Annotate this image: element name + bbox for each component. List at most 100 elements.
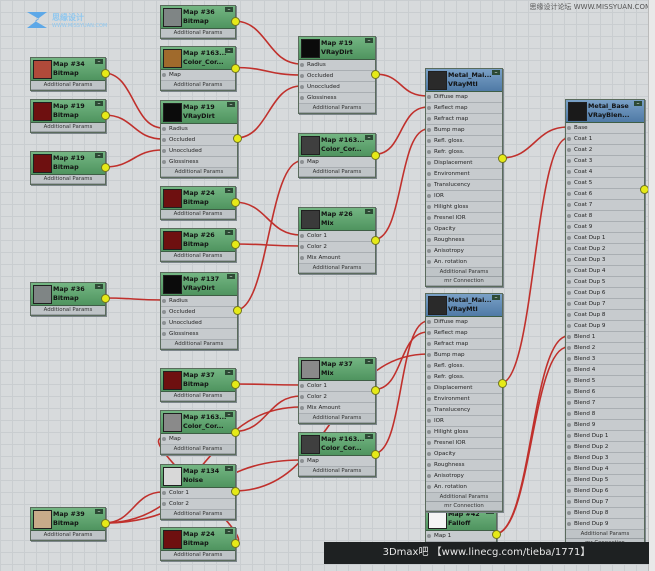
connection-wire[interactable] <box>373 320 429 455</box>
output-socket-icon[interactable] <box>498 154 507 163</box>
slot-socket-icon[interactable] <box>567 511 571 515</box>
node-input-slot[interactable]: Blend 4 <box>566 365 644 376</box>
node-input-slot[interactable]: Map 1 <box>426 531 496 542</box>
node-input-slot[interactable]: Blend 3 <box>566 354 644 365</box>
node-input-slot[interactable]: Mix Amount <box>299 403 375 414</box>
slot-socket-icon[interactable] <box>162 491 166 495</box>
output-socket-icon[interactable] <box>101 111 110 120</box>
slot-socket-icon[interactable] <box>427 331 431 335</box>
slot-socket-icon[interactable] <box>427 249 431 253</box>
slot-socket-icon[interactable] <box>427 408 431 412</box>
node-input-slot[interactable]: Map <box>299 157 375 168</box>
slot-socket-icon[interactable] <box>567 478 571 482</box>
node-input-slot[interactable]: Displacement <box>426 383 502 394</box>
slot-socket-icon[interactable] <box>162 127 166 131</box>
node-input-slot[interactable]: Refract map <box>426 114 502 125</box>
slot-socket-icon[interactable] <box>567 137 571 141</box>
additional-params-rollout[interactable]: Additional Params <box>566 530 644 539</box>
slot-socket-icon[interactable] <box>567 302 571 306</box>
collapse-icon[interactable]: – <box>225 7 233 13</box>
slot-socket-icon[interactable] <box>427 474 431 478</box>
node-input-slot[interactable]: Coat Dup 4 <box>566 266 644 277</box>
mr-connection-rollout[interactable]: mr Connection <box>426 277 502 286</box>
node-input-slot[interactable]: Occluded <box>161 135 237 146</box>
collapse-icon[interactable]: – <box>492 70 500 76</box>
node-input-slot[interactable]: Opacity <box>426 224 502 235</box>
slot-socket-icon[interactable] <box>427 534 431 538</box>
additional-params-rollout[interactable]: Additional Params <box>161 445 235 454</box>
output-socket-icon[interactable] <box>371 449 380 459</box>
node-input-slot[interactable]: Map <box>161 70 235 81</box>
slot-socket-icon[interactable] <box>567 192 571 196</box>
connection-wire[interactable] <box>103 149 164 168</box>
node-input-slot[interactable]: Reflect map <box>426 103 502 114</box>
slot-socket-icon[interactable] <box>427 183 431 187</box>
collapse-icon[interactable]: – <box>225 230 233 236</box>
slot-socket-icon[interactable] <box>427 463 431 467</box>
node-input-slot[interactable]: Blend Dup 1 <box>566 431 644 442</box>
slot-socket-icon[interactable] <box>567 203 571 207</box>
collapse-icon[interactable]: – <box>95 284 103 290</box>
slot-socket-icon[interactable] <box>567 445 571 449</box>
slot-socket-icon[interactable] <box>567 434 571 438</box>
slot-socket-icon[interactable] <box>427 205 431 209</box>
node-input-slot[interactable]: Coat Dup 1 <box>566 233 644 244</box>
slot-socket-icon[interactable] <box>567 401 571 405</box>
slot-socket-icon[interactable] <box>567 324 571 328</box>
node-input-slot[interactable]: Coat 1 <box>566 134 644 145</box>
node-input-slot[interactable]: Color 2 <box>299 392 375 403</box>
additional-params-rollout[interactable]: Additional Params <box>299 414 375 423</box>
node-input-slot[interactable]: Fresnel IOR <box>426 438 502 449</box>
output-socket-icon[interactable] <box>371 235 380 245</box>
slot-socket-icon[interactable] <box>567 423 571 427</box>
output-socket-icon[interactable] <box>231 198 240 207</box>
node-input-slot[interactable]: Hilight gloss <box>426 202 502 213</box>
slot-socket-icon[interactable] <box>300 160 304 164</box>
node-input-slot[interactable]: Refr. gloss. <box>426 147 502 158</box>
collapse-icon[interactable]: – <box>95 59 103 65</box>
node-input-slot[interactable]: Blend Dup 7 <box>566 497 644 508</box>
additional-params-rollout[interactable]: Additional Params <box>161 551 235 560</box>
additional-params-rollout[interactable]: Additional Params <box>426 493 502 502</box>
slot-socket-icon[interactable] <box>567 170 571 174</box>
output-socket-icon[interactable] <box>371 385 380 395</box>
node-input-slot[interactable]: Unoccluded <box>161 146 237 157</box>
node-input-slot[interactable]: Coat Dup 9 <box>566 321 644 332</box>
collapse-icon[interactable]: – <box>95 101 103 107</box>
node-header[interactable]: Map #163...Color_Cor...– <box>161 47 235 70</box>
node-input-slot[interactable]: Blend Dup 4 <box>566 464 644 475</box>
node-header[interactable]: Metal_Mai...VRayMtl– <box>426 69 502 92</box>
node-input-slot[interactable]: Coat 2 <box>566 145 644 156</box>
additional-params-rollout[interactable]: Additional Params <box>161 252 235 261</box>
node-input-slot[interactable]: Refract map <box>426 339 502 350</box>
slot-socket-icon[interactable] <box>427 194 431 198</box>
node-input-slot[interactable]: Blend 8 <box>566 409 644 420</box>
node-input-slot[interactable]: IOR <box>426 191 502 202</box>
collapse-icon[interactable]: – <box>365 209 373 215</box>
collapse-icon[interactable]: – <box>227 274 235 280</box>
slot-socket-icon[interactable] <box>162 332 166 336</box>
connection-wire[interactable] <box>103 297 164 301</box>
slot-socket-icon[interactable] <box>300 395 304 399</box>
node-input-slot[interactable]: Refr. gloss. <box>426 372 502 383</box>
node-header[interactable]: Map #163...Color_Cor...– <box>299 134 375 157</box>
node-input-slot[interactable]: Glossiness <box>161 329 237 340</box>
output-socket-icon[interactable] <box>231 240 240 249</box>
node-input-slot[interactable]: Blend 7 <box>566 398 644 409</box>
node-input-slot[interactable]: Blend 5 <box>566 376 644 387</box>
slot-socket-icon[interactable] <box>300 74 304 78</box>
node-input-slot[interactable]: Color 2 <box>161 499 235 510</box>
output-socket-icon[interactable] <box>231 539 240 548</box>
output-socket-icon[interactable] <box>231 63 240 73</box>
